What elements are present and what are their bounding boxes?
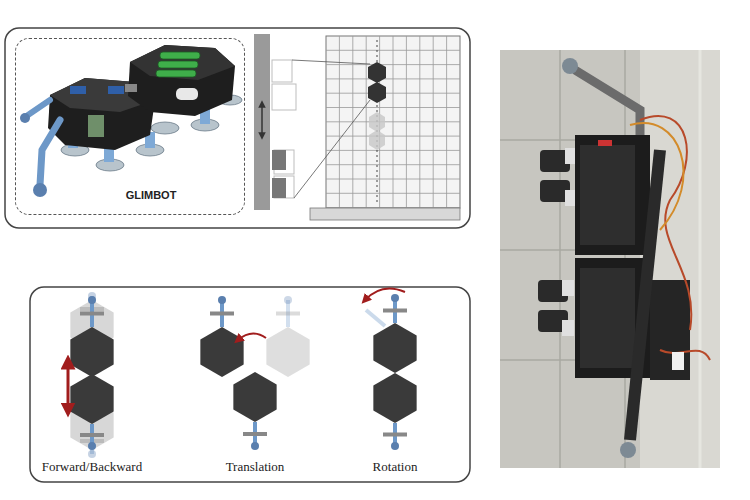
motion-caption: Forward/Backward xyxy=(42,459,142,475)
wall-side-view xyxy=(254,34,296,210)
wall-grid xyxy=(292,36,460,220)
robot-photo xyxy=(500,50,720,468)
motion-caption: Rotation xyxy=(373,459,418,475)
render-frame: GLIMBOT xyxy=(15,38,245,215)
top-panel xyxy=(5,28,470,228)
motion-figures xyxy=(30,287,470,482)
motion-caption: Translation xyxy=(226,459,285,475)
robot-render xyxy=(20,45,242,197)
motion-panel: Forward/Backward Translation Rotation xyxy=(30,287,470,482)
robot-name: GLIMBOT xyxy=(126,189,177,201)
